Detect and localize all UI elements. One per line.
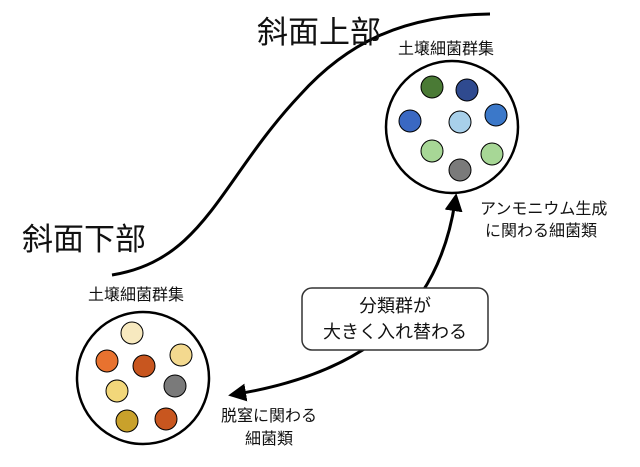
ammonium-label-line1: アンモニウム生成 — [480, 199, 607, 218]
upper-bacterium-3 — [398, 109, 422, 133]
lower-bacterium-5 — [105, 379, 129, 403]
ammonium-label-line2: に関わる細菌類 — [485, 221, 597, 240]
slope-curve — [111, 12, 491, 277]
upper-bacterium-2 — [455, 78, 479, 102]
lower-bacterium-1 — [120, 321, 144, 345]
upper-bacterium-7 — [480, 142, 504, 166]
upper-slope-label: 斜面上部 — [257, 15, 381, 51]
lower-bacterium-3 — [132, 354, 156, 378]
change-box-line2: 大きく入れ替わる — [323, 322, 467, 343]
lower-bacterium-6 — [163, 374, 187, 398]
upper-bacterium-1 — [420, 75, 444, 99]
upper-bacteria-group — [398, 75, 508, 182]
upper-bacterium-4 — [448, 110, 472, 134]
lower-slope-label: 斜面下部 — [22, 222, 146, 258]
lower-bacterium-2 — [95, 349, 119, 373]
change-box-line1: 分類群が — [359, 296, 431, 317]
lower-community-label: 土壌細菌群集 — [88, 285, 184, 304]
upper-community-label: 土壌細菌群集 — [398, 39, 494, 58]
denitrification-label-line1: 脱窒に関わる — [221, 406, 317, 425]
upper-bacterium-8 — [448, 158, 472, 182]
lower-bacteria-group — [95, 321, 193, 433]
lower-bacterium-7 — [115, 409, 139, 433]
denitrification-label-line2: 細菌類 — [245, 429, 293, 448]
lower-bacterium-8 — [154, 407, 178, 431]
change-box — [301, 287, 489, 351]
upper-bacterium-5 — [484, 103, 508, 127]
upper-bacterium-6 — [420, 139, 444, 163]
lower-bacterium-4 — [169, 343, 193, 367]
